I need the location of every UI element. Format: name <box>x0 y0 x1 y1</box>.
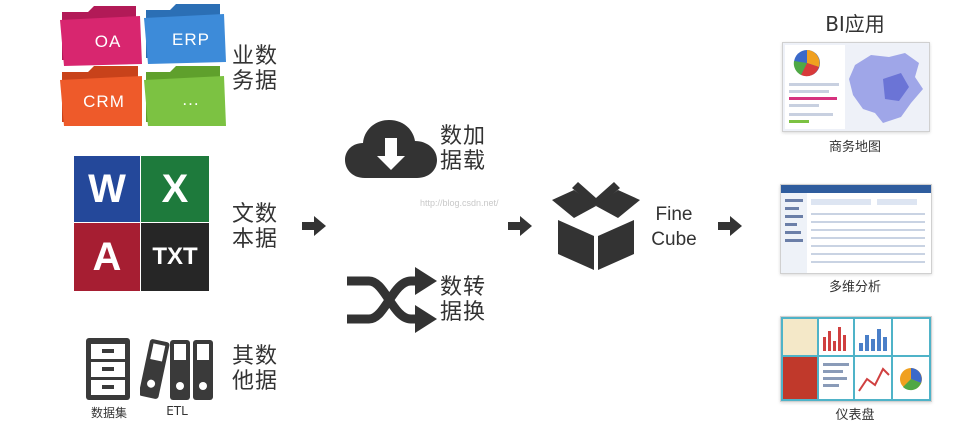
folder-icons <box>60 4 226 126</box>
folder-crm-icon <box>60 66 142 126</box>
business-data-label-line1: 业数 <box>232 44 279 69</box>
data-load-label: 数加 据载 <box>440 124 490 174</box>
multidim-analysis-caption: 多维分析 <box>828 280 881 295</box>
fine-cube-label: Fine Cube <box>644 202 704 252</box>
data-convert-label: 数转 据换 <box>440 275 490 325</box>
arrow-right-icon <box>508 216 532 236</box>
business-data-label: 业数 务据 <box>232 44 282 94</box>
fine-cube-label-line1: Fine <box>655 204 693 225</box>
folder-erp-icon <box>144 4 226 64</box>
text-data-label: 文数 本据 <box>232 202 282 252</box>
text-data-label-line2: 本据 <box>232 227 279 252</box>
business-map-thumbnail-icon <box>782 42 930 132</box>
txt-tile-icon: TXT <box>141 223 209 291</box>
other-data-label-line1: 其数 <box>232 344 279 369</box>
folder-more-icon <box>144 66 226 126</box>
watermark-text: http://blog.csdn.net/ <box>420 198 499 208</box>
excel-tile-icon: X <box>141 156 209 222</box>
business-map-caption: 商务地图 <box>828 140 881 155</box>
other-data-label-line2: 他据 <box>232 369 279 394</box>
etl-binders-icon <box>140 339 213 400</box>
folder-label-erp: ERP <box>172 30 210 49</box>
folder-label-oa: OA <box>94 32 122 51</box>
cloud-download-icon <box>345 120 437 178</box>
dashboard-thumbnail-icon <box>780 316 932 402</box>
data-load-label-line1: 数加 <box>440 124 487 149</box>
word-tile-icon: W <box>74 156 140 222</box>
fine-cube-label-line2: Cube <box>651 229 697 250</box>
dashboard-caption: 仪表盘 <box>835 408 875 423</box>
data-convert-label-line2: 据换 <box>440 300 487 325</box>
folder-label-more: ... <box>182 90 200 109</box>
folder-oa-icon <box>60 6 142 66</box>
data-convert-label-line1: 数转 <box>440 275 487 300</box>
other-data-label: 其数 他据 <box>232 344 282 394</box>
bi-title: BI应用 <box>825 12 885 36</box>
text-data-label-line1: 文数 <box>232 202 279 227</box>
open-box-cube-icon <box>552 182 640 270</box>
dataset-cabinet-icon <box>86 338 130 400</box>
multidim-analysis-thumbnail-icon <box>780 184 932 274</box>
etl-caption: ETL <box>166 404 188 418</box>
arrow-right-icon <box>302 216 326 236</box>
business-data-label-line2: 务据 <box>232 69 279 94</box>
shuffle-icon <box>347 267 437 333</box>
dataset-caption: 数据集 <box>90 406 127 420</box>
data-load-label-line2: 据载 <box>440 149 487 174</box>
arrow-right-icon <box>718 216 742 236</box>
folder-label-crm: CRM <box>83 92 125 111</box>
access-tile-icon: A <box>74 223 140 291</box>
